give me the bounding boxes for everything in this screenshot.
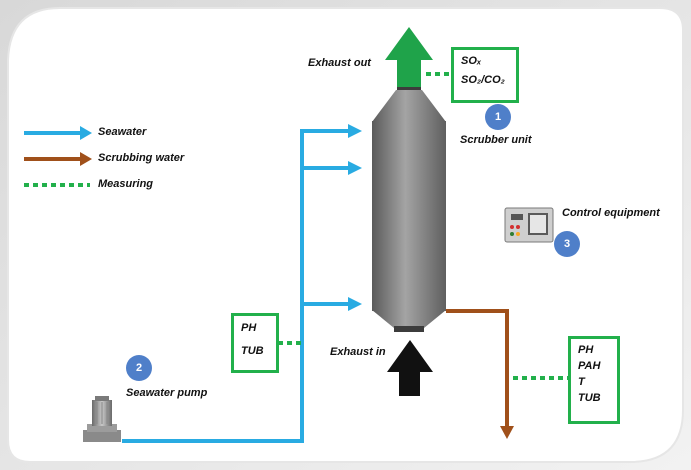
exhaust-in-arrow [387, 340, 433, 396]
measurement-t: T [578, 376, 585, 388]
measurement-tub-left: TUB [241, 345, 264, 357]
measurement-so2-co2: SO₂/CO₂ [461, 74, 505, 86]
legend-seawater-arrow [24, 126, 92, 140]
badge-control-equipment: 3 [554, 231, 580, 257]
seawater-inlet-arrow-2 [348, 161, 362, 175]
control-equipment-icon [504, 207, 554, 243]
seawater-pump-label: Seawater pump [126, 387, 208, 399]
legend-seawater-label: Seawater [98, 126, 147, 138]
exhaust-in-label: Exhaust in [330, 346, 386, 358]
badge-scrubber-unit: 1 [485, 104, 511, 130]
measurement-box-left: PH TUB [231, 313, 279, 373]
badge-seawater-pump: 2 [126, 355, 152, 381]
legend-scrubbing-water-arrow [24, 152, 92, 166]
control-equipment-label: Control equipment [562, 207, 660, 219]
exhaust-out-label: Exhaust out [308, 57, 371, 69]
measurement-pah: PAH [578, 360, 601, 372]
exhaust-out-arrow [385, 27, 433, 87]
measurement-sox: SOₓ [461, 55, 482, 67]
seawater-pump-icon [83, 396, 121, 442]
measurement-ph-right: PH [578, 344, 594, 356]
legend-scrubbing-water-label: Scrubbing water [98, 152, 185, 164]
scrubber-vessel [372, 84, 446, 332]
measurement-tub-right: TUB [578, 392, 601, 404]
legend-measuring-label: Measuring [98, 178, 154, 190]
measurement-box-top: SOₓ SO₂/CO₂ [451, 47, 519, 103]
frame-outline [7, 7, 684, 463]
seawater-inlet-arrow-3 [348, 297, 362, 311]
scrubber-unit-label: Scrubber unit [460, 134, 532, 146]
measurement-ph-left: PH [241, 322, 257, 334]
measurement-box-right: PH PAH T TUB [568, 336, 620, 424]
seawater-inlet-arrow-1 [348, 124, 362, 138]
seawater-pipes [122, 129, 350, 443]
scrubbing-water-outlet-arrow [500, 426, 514, 439]
scrubbing-water-pipe [446, 309, 509, 428]
